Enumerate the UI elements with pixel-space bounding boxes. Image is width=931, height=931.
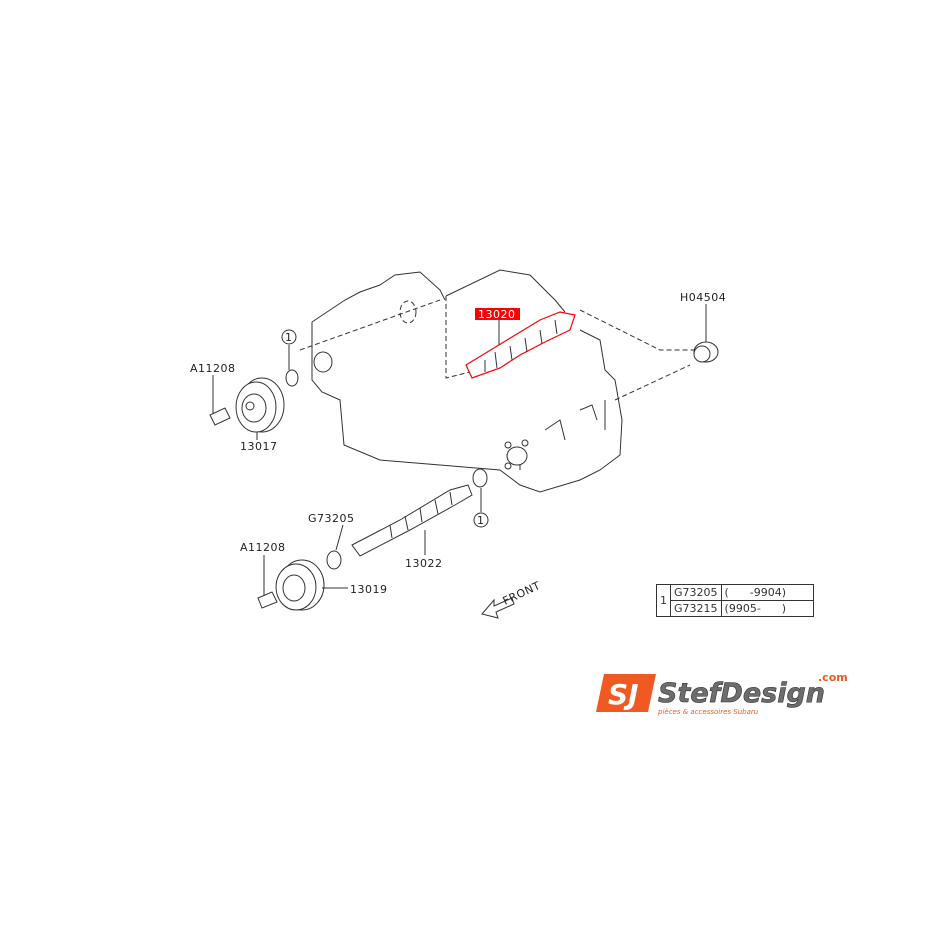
stefdesign-logo: SJ StefDesign .com pièces & accessoires …: [596, 671, 848, 716]
part-legend-table: 1 G73205 ( -9904) G73215 (9905- ): [656, 584, 814, 617]
plug-H04504[interactable]: H04504: [680, 291, 726, 363]
legend-row: G73215 (9905- ): [657, 600, 814, 617]
part-label-13020[interactable]: 13020: [478, 308, 516, 321]
logo-tagline: pièces & accessoires Subaru: [657, 708, 759, 716]
camshaft-13020[interactable]: 13020: [465, 308, 576, 379]
pulley-13019[interactable]: 13019: [275, 559, 388, 611]
legend-range: (9905- ): [720, 600, 814, 617]
ref-marker-lower: 1: [477, 514, 485, 527]
part-label-A11208-upper: A11208: [190, 362, 236, 375]
svg-text:SJ: SJ: [608, 678, 639, 711]
part-label-13019: 13019: [350, 583, 388, 596]
part-label-highlight: [475, 308, 520, 320]
part-label-A11208-lower: A11208: [240, 541, 286, 554]
part-label-H04504: H04504: [680, 291, 726, 304]
cylinder-head-outline: [299, 269, 695, 493]
camshaft-13022[interactable]: 13022: [351, 484, 473, 570]
part-label-G73205: G73205: [308, 512, 355, 525]
legend-part: G73215: [670, 600, 722, 617]
front-arrow: FRONT: [481, 579, 543, 619]
part-label-13017: 13017: [240, 440, 278, 453]
pulley-13017[interactable]: 13017: [235, 377, 285, 453]
logo-emblem: [596, 674, 656, 712]
front-label: FRONT: [501, 579, 543, 608]
part-label-13022: 13022: [405, 557, 443, 570]
legend-part: G73205: [670, 584, 722, 601]
legend-marker: 1: [656, 584, 671, 617]
ref-marker-upper: 1: [285, 331, 293, 344]
bolt-upper[interactable]: A11208: [190, 362, 236, 426]
seal-G73205[interactable]: G73205: [308, 512, 355, 570]
legend-row: 1 G73205 ( -9904): [656, 584, 814, 617]
seal-upper[interactable]: 1: [281, 329, 333, 387]
logo-brand: StefDesign: [658, 678, 825, 709]
logo-domain: .com: [818, 671, 848, 684]
seal-lower-right[interactable]: 1: [472, 468, 489, 528]
legend-range: ( -9904): [720, 584, 814, 601]
bolt-lower[interactable]: A11208: [240, 541, 286, 609]
